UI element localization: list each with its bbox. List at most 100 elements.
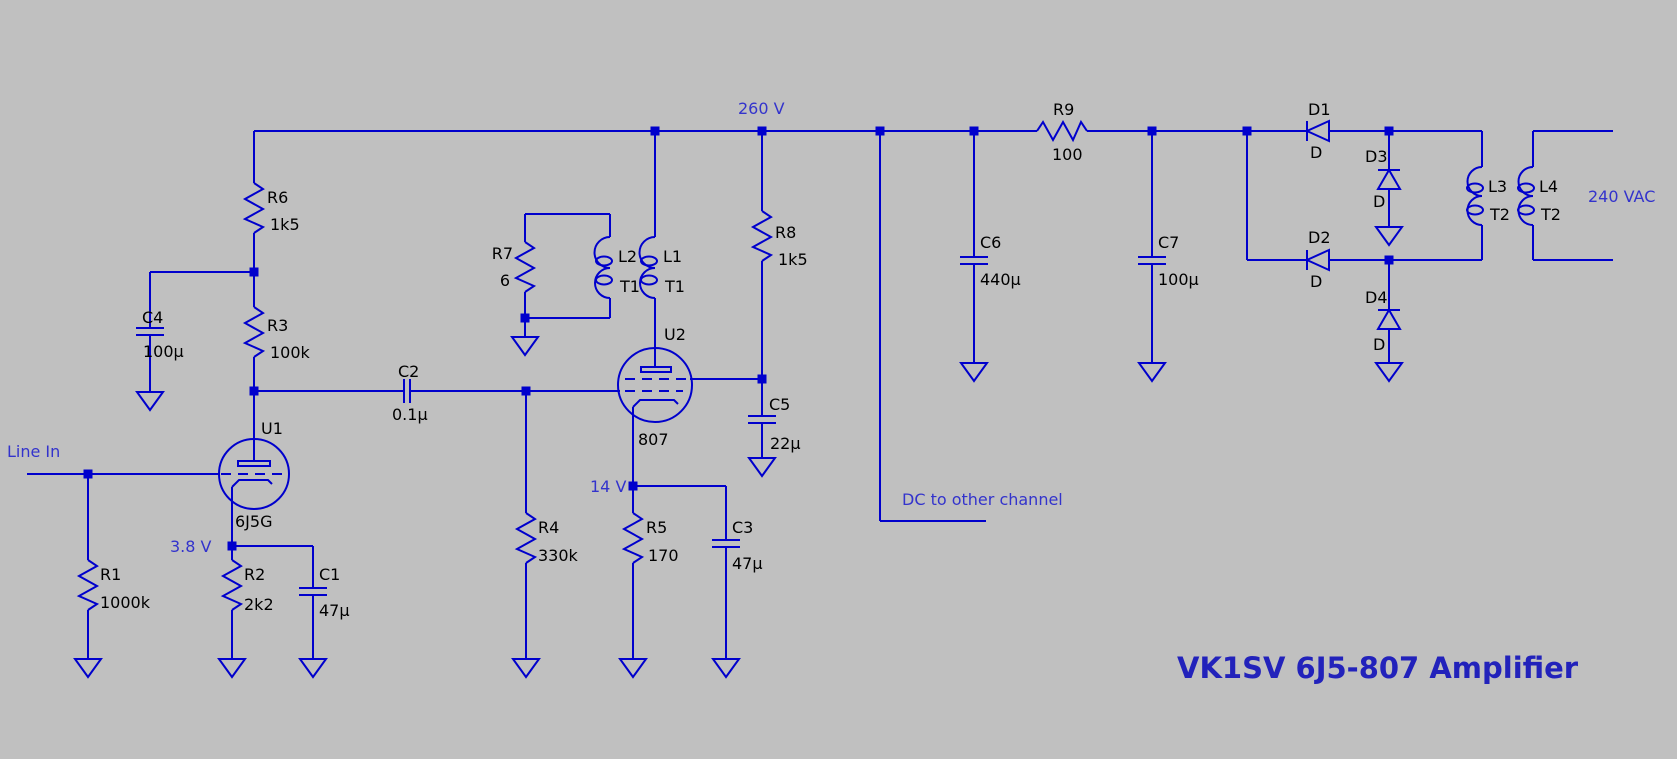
- core-dot-icon: [595, 274, 613, 286]
- component-ref-D4: D4: [1365, 288, 1388, 307]
- component-value-L2: T1: [619, 277, 640, 296]
- component-ref-L2: L2: [618, 247, 637, 266]
- component-ref-R3: R3: [267, 316, 288, 335]
- schematic-title: VK1SV 6J5-807 Amplifier: [1177, 651, 1579, 685]
- component-ref-R6: R6: [267, 188, 288, 207]
- component-value-U1: 6J5G: [235, 512, 272, 531]
- component-ref-C4: C4: [142, 308, 163, 327]
- net-label-dc-tap: DC to other channel: [902, 490, 1063, 509]
- component-value-R2: 2k2: [244, 595, 274, 614]
- core-dot-icon: [640, 274, 658, 286]
- component-ref-D3: D3: [1365, 147, 1388, 166]
- core-dot-icon: [1466, 182, 1484, 194]
- ground-icon: [1374, 362, 1404, 383]
- inductor-L2: L2 T1: [593, 236, 640, 299]
- net-labels: 260 V Line In 3.8 V 14 V DC to other cha…: [7, 99, 1655, 556]
- component-ref-R9: R9: [1053, 100, 1074, 119]
- component-ref-C6: C6: [980, 233, 1001, 252]
- anode-icon: [640, 366, 672, 373]
- ground-icon: [1374, 226, 1404, 247]
- component-ref-R1: R1: [100, 565, 121, 584]
- ground-icon: [298, 658, 328, 679]
- component-ref-L1: L1: [663, 247, 682, 266]
- capacitor-C5: C5 22µ: [748, 395, 801, 453]
- component-value-R5: 170: [648, 546, 679, 565]
- component-value-D4: D: [1373, 335, 1385, 354]
- component-ref-C7: C7: [1158, 233, 1179, 252]
- component-value-D2: D: [1310, 272, 1322, 291]
- component-value-U2: 807: [638, 430, 669, 449]
- component-value-C5: 22µ: [770, 434, 801, 453]
- ground-icon: [711, 658, 741, 679]
- component-value-R6: 1k5: [270, 215, 300, 234]
- component-ref-D1: D1: [1308, 100, 1331, 119]
- wire-net: [27, 130, 1613, 659]
- component-ref-R4: R4: [538, 518, 559, 537]
- component-ref-C5: C5: [769, 395, 790, 414]
- inductor-L1: L1 T1: [638, 236, 685, 299]
- cathode-icon: [231, 479, 273, 546]
- component-ref-C1: C1: [319, 565, 340, 584]
- resistor-R8: R8 1k5: [750, 210, 808, 269]
- resistor-R6: R6 1k5: [242, 182, 300, 234]
- ground-icon: [747, 457, 777, 478]
- component-value-C6: 440µ: [980, 270, 1021, 289]
- capacitor-C4: C4 100µ: [136, 308, 184, 361]
- component-value-C4: 100µ: [143, 342, 184, 361]
- component-ref-R8: R8: [775, 223, 796, 242]
- diode-D1: D1 D: [1304, 100, 1331, 162]
- ground-symbols: [73, 226, 1404, 679]
- resistor-R4: R4 330k: [514, 512, 579, 565]
- core-dot-icon: [1517, 182, 1535, 194]
- capacitor-C3: C3 47µ: [712, 518, 763, 573]
- tube-U1: U1 6J5G: [218, 419, 290, 546]
- component-value-R8: 1k5: [778, 250, 808, 269]
- capacitor-C1: C1 47µ: [299, 565, 350, 620]
- resistor-R7: R7 6: [492, 241, 537, 293]
- net-label-14v: 14 V: [590, 477, 626, 496]
- ground-icon: [135, 391, 165, 412]
- net-label-line-in: Line In: [7, 442, 60, 461]
- component-ref-L3: L3: [1488, 177, 1507, 196]
- component-value-R1: 1000k: [100, 593, 151, 612]
- net-label-260v: 260 V: [738, 99, 785, 118]
- capacitor-C2: C2 0.1µ: [392, 362, 428, 424]
- component-ref-R2: R2: [244, 565, 265, 584]
- component-ref-L4: L4: [1539, 177, 1558, 196]
- tube-envelope-icon: [218, 438, 290, 510]
- component-ref-U2: U2: [664, 325, 686, 344]
- cathode-icon: [632, 399, 679, 486]
- component-value-L1: T1: [664, 277, 685, 296]
- ground-icon: [511, 658, 541, 679]
- component-ref-R5: R5: [646, 518, 667, 537]
- component-ref-C3: C3: [732, 518, 753, 537]
- core-dot-icon: [640, 255, 658, 267]
- resistor-R1: R1 1000k: [76, 559, 151, 612]
- ground-icon: [618, 658, 648, 679]
- ground-icon: [1137, 362, 1167, 383]
- anode-icon: [237, 460, 271, 467]
- core-dot-icon: [595, 255, 613, 267]
- component-value-D3: D: [1373, 192, 1385, 211]
- capacitor-C6: C6 440µ: [960, 233, 1021, 289]
- ground-icon: [73, 658, 103, 679]
- component-ref-U1: U1: [261, 419, 283, 438]
- component-value-L4: T2: [1540, 205, 1561, 224]
- ground-icon: [217, 658, 247, 679]
- inductor-L3: L3 T2: [1466, 166, 1510, 226]
- diode-D2: D2 D: [1304, 228, 1331, 291]
- diode-D3: D3 D: [1365, 147, 1402, 211]
- ground-icon: [510, 336, 540, 357]
- component-ref-R7: R7: [492, 244, 513, 263]
- component-value-C7: 100µ: [1158, 270, 1199, 289]
- component-ref-C2: C2: [398, 362, 419, 381]
- component-value-R9: 100: [1052, 145, 1083, 164]
- inductor-L4: L4 T2: [1517, 166, 1561, 226]
- component-value-R4: 330k: [538, 546, 579, 565]
- net-label-240vac: 240 VAC: [1588, 187, 1655, 206]
- component-value-L3: T2: [1489, 205, 1510, 224]
- net-label-3v8: 3.8 V: [170, 537, 212, 556]
- resistor-R3: R3 100k: [242, 306, 311, 362]
- component-value-C1: 47µ: [319, 601, 350, 620]
